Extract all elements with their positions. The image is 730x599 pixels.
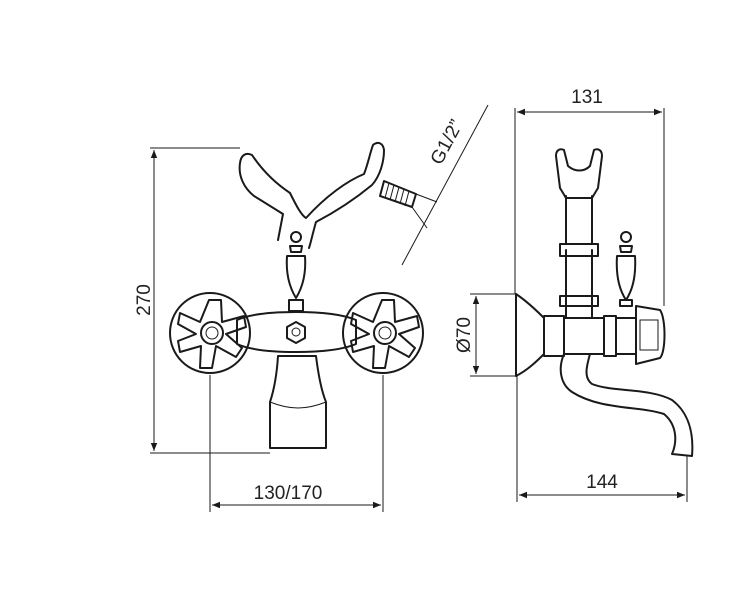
shower-cradle xyxy=(555,148,603,199)
top-width-label: 131 xyxy=(571,87,603,108)
side-body xyxy=(563,317,605,355)
spout-front xyxy=(269,355,327,449)
riser xyxy=(565,249,593,319)
diverter-lever xyxy=(285,231,307,312)
side-lever xyxy=(615,231,637,307)
left-handle xyxy=(169,292,251,374)
spout-side xyxy=(559,353,694,457)
spacing-label: 130/170 xyxy=(254,483,323,504)
bottom-width-label: 144 xyxy=(586,472,618,493)
side-view xyxy=(515,148,694,457)
wall-rosette xyxy=(515,293,545,377)
front-view xyxy=(169,141,424,449)
holder-thread xyxy=(379,180,417,208)
diameter-label: Ø70 xyxy=(454,317,475,353)
dimension-lines xyxy=(150,104,688,512)
thread-label: G1/2” xyxy=(427,117,468,169)
height-label: 270 xyxy=(134,284,155,316)
mixer-body xyxy=(236,311,357,353)
hex-nut xyxy=(286,321,306,344)
shower-holder xyxy=(238,141,385,249)
right-handle xyxy=(342,292,424,374)
